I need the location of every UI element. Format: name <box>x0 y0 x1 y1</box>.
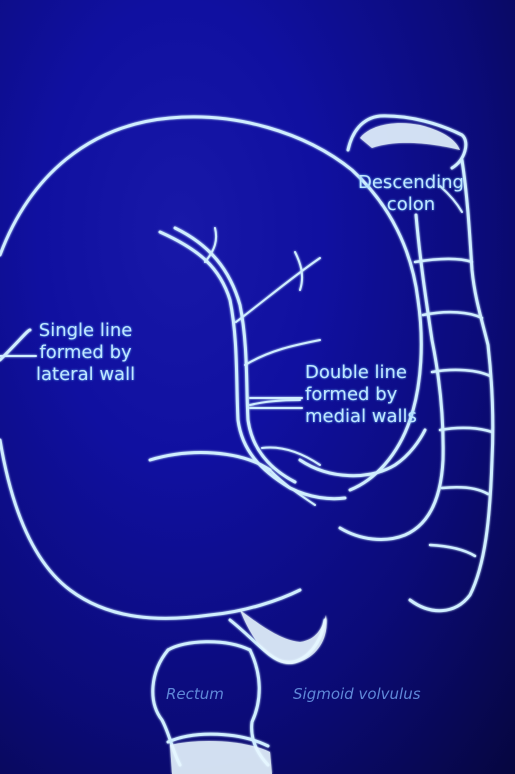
medial-wall-line-b <box>173 226 297 484</box>
descending-colon-outer <box>408 158 495 613</box>
sigmoid-lower-outline <box>0 438 302 620</box>
descending-colon-pointer <box>439 185 463 213</box>
right-loop-curve <box>298 428 427 478</box>
colon-haustra <box>413 257 494 558</box>
double-line-pointer <box>249 397 303 409</box>
descending-colon-outline <box>346 114 468 170</box>
inner-loop-curve <box>148 451 272 472</box>
rectum-neck <box>166 640 252 652</box>
rectum-bottom-glare <box>170 740 272 774</box>
sigmoid-bottom-glare <box>240 610 327 665</box>
descending-colon-inner <box>338 213 445 541</box>
rectum-label: Rectum <box>166 685 224 703</box>
sigmoid-label: Sigmoid volvulus <box>293 685 421 703</box>
rectum-opening <box>166 732 270 748</box>
mucosal-branches <box>204 227 321 506</box>
descending-colon-label: Descending colon <box>358 172 464 215</box>
single-line-label: Single line formed by lateral wall <box>36 320 136 385</box>
medial-wall-line-a <box>158 230 347 501</box>
sigmoid-loop-outline <box>0 115 423 492</box>
double-line-label: Double line formed by medial walls <box>305 362 417 427</box>
colon-top-glare <box>360 123 460 150</box>
